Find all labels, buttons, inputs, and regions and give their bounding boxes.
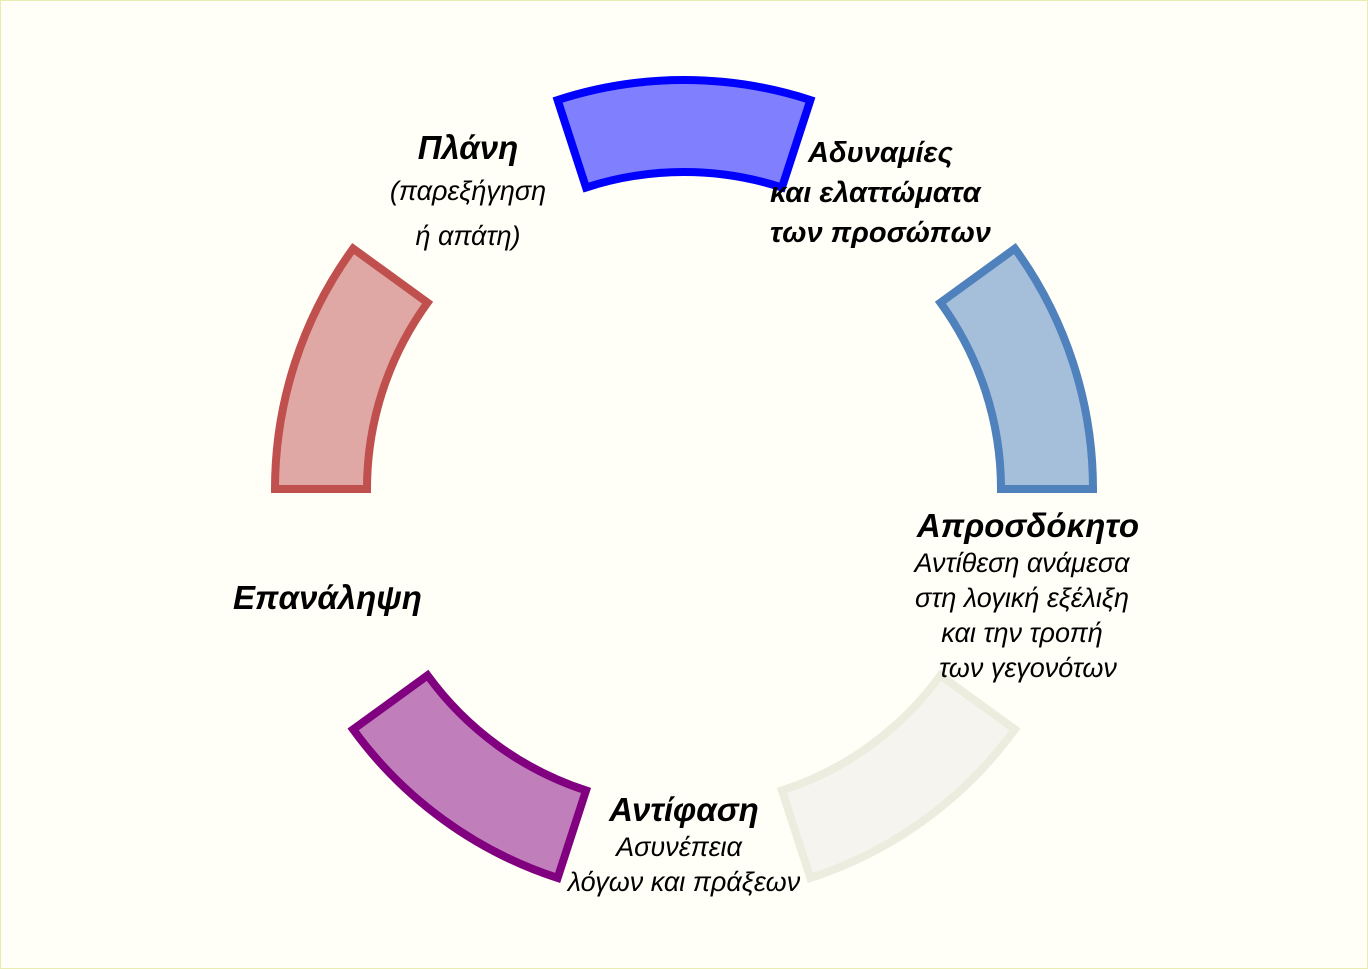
label-plani-title: Πλάνη xyxy=(417,129,519,166)
label-aprosdokito-sub3: και την τροπή xyxy=(941,618,1103,648)
label-antifasi: Αντίφαση Ασυνέπεια λόγων και πράξεων xyxy=(534,790,834,900)
label-epanalipsi-title: Επανάληψη xyxy=(233,579,422,616)
label-plani: Πλάνη (παρεξήγηση ή απάτη) xyxy=(368,128,568,254)
label-adynamies-line2: και ελαττώματα xyxy=(770,177,981,209)
segment-lower-right xyxy=(776,669,1021,884)
label-aprosdokito-title: Απροσδόκητο xyxy=(916,507,1140,544)
label-plani-sub2: ή απάτη) xyxy=(415,221,521,251)
label-aprosdokito: Απροσδόκητο Αντίθεση ανάμεσα στη λογική … xyxy=(873,506,1183,686)
segment-left xyxy=(270,243,434,493)
label-adynamies-line3: των προσώπων xyxy=(770,217,991,249)
label-aprosdokito-sub2: στη λογική εξέλιξη xyxy=(915,583,1129,613)
label-aprosdokito-sub1: Αντίθεση ανάμεσα xyxy=(914,548,1130,578)
label-antifasi-sub2: λόγων και πράξεων xyxy=(567,867,801,897)
segment-top xyxy=(552,76,816,193)
label-aprosdokito-sub4: των γεγονότων xyxy=(939,653,1117,683)
label-adynamies-line1: Αδυναμίες xyxy=(808,137,953,169)
label-epanalipsi: Επανάληψη xyxy=(233,578,422,618)
segment-upper-right xyxy=(934,243,1098,493)
segment-bottom-left xyxy=(347,669,592,884)
label-antifasi-sub1: Ασυνέπεια xyxy=(616,832,742,862)
label-plani-sub1: (παρεξήγηση xyxy=(389,176,547,206)
label-antifasi-title: Αντίφαση xyxy=(609,791,759,828)
label-adynamies: Αδυναμίες και ελαττώματα των προσώπων xyxy=(770,133,991,253)
